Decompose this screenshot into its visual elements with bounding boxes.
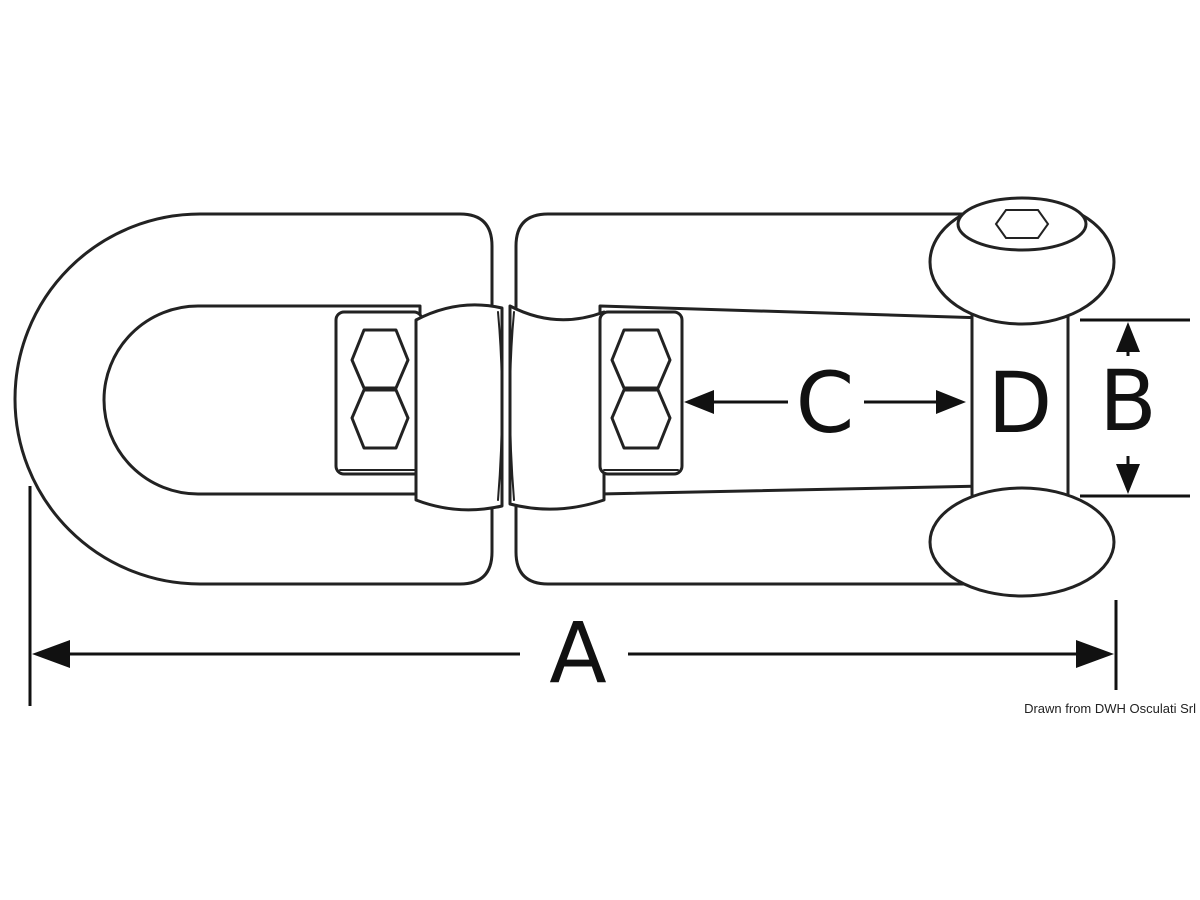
dimension-label-c: C: [796, 354, 855, 452]
left-hex-nut: [334, 310, 424, 476]
dimension-a: A: [28, 486, 1118, 706]
pin-lower-head: [928, 486, 1116, 598]
dimension-b: B: [1080, 318, 1190, 498]
dimension-label-b: B: [1099, 352, 1157, 450]
hex-socket-icon: [994, 209, 1050, 239]
right-hex-nut: [598, 310, 684, 476]
credit-text: Drawn from DWH Osculati Srl: [1024, 701, 1196, 716]
shackle-pin: [928, 196, 1116, 598]
dimension-c: C: [684, 354, 966, 452]
dimension-label-d: D: [988, 354, 1053, 452]
right-u-link: [514, 212, 987, 586]
swivel-collars: [414, 303, 606, 512]
dimension-label-a: A: [549, 604, 606, 702]
